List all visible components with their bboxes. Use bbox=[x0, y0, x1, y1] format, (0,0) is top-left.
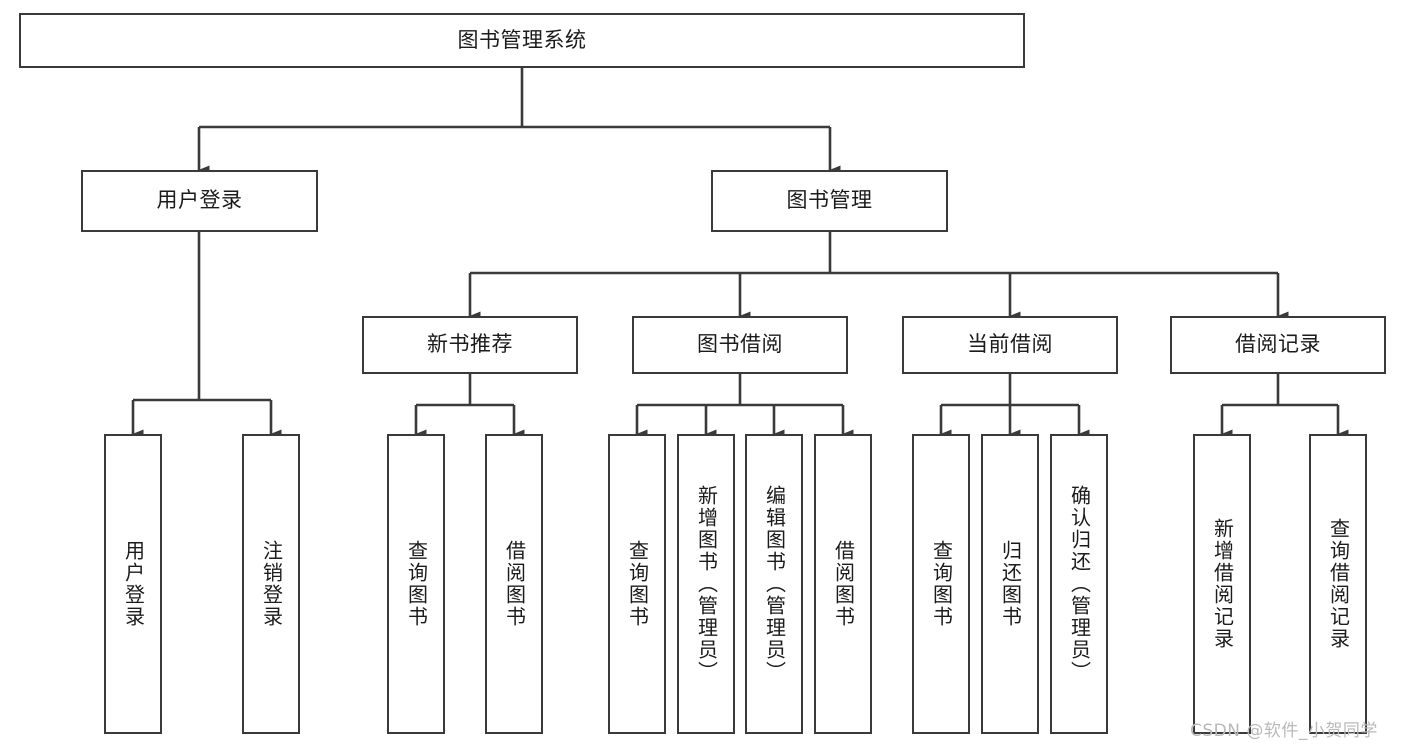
leaf-borrowrecord-add-record[interactable]: 新增借阅记录 bbox=[1193, 434, 1251, 734]
node-label: 用户登录 bbox=[156, 188, 243, 213]
node-label: 图书管理 bbox=[786, 188, 873, 213]
node-label: 新增图书（管理员） bbox=[694, 485, 719, 683]
leaf-currentborrow-query-book[interactable]: 查询图书 bbox=[912, 434, 970, 734]
node-label: 注销登录 bbox=[259, 540, 284, 628]
node-label: 借阅图书 bbox=[502, 540, 527, 628]
node-label: 查询图书 bbox=[625, 540, 650, 628]
node-label: 借阅图书 bbox=[831, 540, 856, 628]
leaf-newbook-borrow-book[interactable]: 借阅图书 bbox=[485, 434, 543, 734]
leaf-currentborrow-return-book[interactable]: 归还图书 bbox=[981, 434, 1039, 734]
node-label: 查询图书 bbox=[404, 540, 429, 628]
leaf-logout[interactable]: 注销登录 bbox=[242, 434, 300, 734]
leaf-bookborrow-add-book-admin[interactable]: 新增图书（管理员） bbox=[677, 434, 735, 734]
leaf-newbook-query-book[interactable]: 查询图书 bbox=[387, 434, 445, 734]
leaf-bookborrow-edit-book-admin[interactable]: 编辑图书（管理员） bbox=[745, 434, 803, 734]
node-label: 编辑图书（管理员） bbox=[762, 485, 787, 683]
node-new-book-recommend[interactable]: 新书推荐 bbox=[362, 316, 578, 374]
node-label: 归还图书 bbox=[998, 540, 1023, 628]
node-user-login[interactable]: 用户登录 bbox=[81, 170, 318, 232]
node-borrow-record[interactable]: 借阅记录 bbox=[1170, 316, 1386, 374]
node-label: 查询借阅记录 bbox=[1326, 518, 1351, 650]
leaf-currentborrow-confirm-return-admin[interactable]: 确认归还（管理员） bbox=[1050, 434, 1108, 734]
node-label: 借阅记录 bbox=[1235, 332, 1321, 357]
node-label: 查询图书 bbox=[929, 540, 954, 628]
node-label: 图书管理系统 bbox=[457, 27, 587, 52]
node-current-borrow[interactable]: 当前借阅 bbox=[902, 316, 1118, 374]
leaf-user-login[interactable]: 用户登录 bbox=[104, 434, 162, 734]
node-root-system[interactable]: 图书管理系统 bbox=[19, 13, 1025, 68]
node-book-management[interactable]: 图书管理 bbox=[711, 170, 948, 232]
leaf-bookborrow-borrow-book[interactable]: 借阅图书 bbox=[814, 434, 872, 734]
node-label: 确认归还（管理员） bbox=[1067, 485, 1092, 683]
node-label: 新书推荐 bbox=[427, 332, 513, 357]
leaf-borrowrecord-query-record[interactable]: 查询借阅记录 bbox=[1309, 434, 1367, 734]
csdn-watermark: CSDN @软件_小贺同学 bbox=[1190, 721, 1378, 741]
node-label: 用户登录 bbox=[121, 540, 146, 628]
node-label: 图书借阅 bbox=[697, 332, 783, 357]
node-label: 当前借阅 bbox=[967, 332, 1053, 357]
leaf-bookborrow-query-book[interactable]: 查询图书 bbox=[608, 434, 666, 734]
node-label: 新增借阅记录 bbox=[1210, 518, 1235, 650]
node-book-borrow[interactable]: 图书借阅 bbox=[632, 316, 848, 374]
